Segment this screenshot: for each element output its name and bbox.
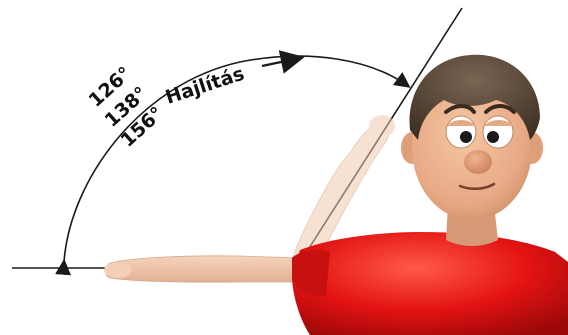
movement-label: Hajlítás <box>163 63 247 109</box>
extended-arm <box>104 256 300 282</box>
head <box>401 55 543 220</box>
nose <box>464 150 492 174</box>
right-arrow-icon <box>262 58 300 66</box>
torso-red-shirt <box>292 232 568 335</box>
